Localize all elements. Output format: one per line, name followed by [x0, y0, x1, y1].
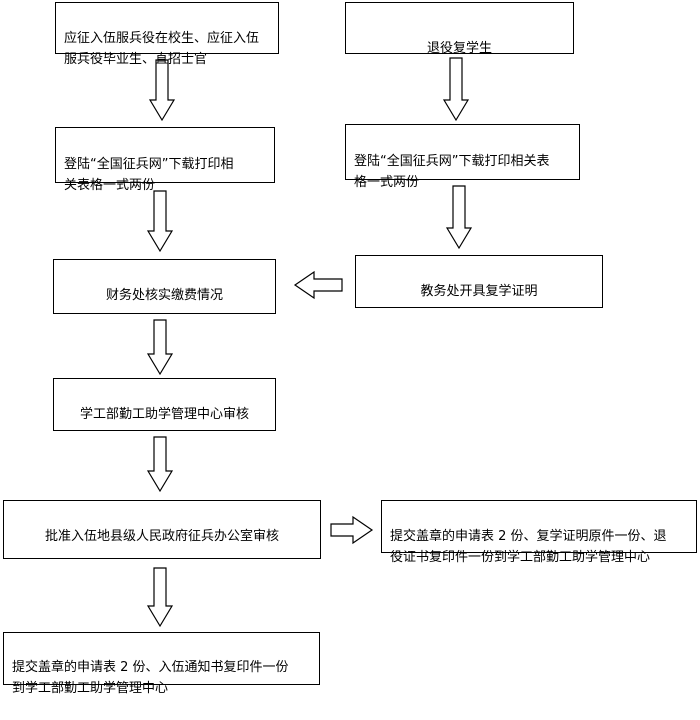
box-enlisted-students: 应征入伍服兵役在校生、应征入伍 服兵役毕业生、直招士官 — [55, 2, 279, 67]
box-county-office: 批准入伍地县级人民政府征兵办公室审核 — [3, 500, 321, 559]
box-student-affairs: 学工部勤工助学管理中心审核 — [53, 378, 276, 431]
box-download-left: 登陆“全国征兵网”下载打印相 关表格一式两份 — [55, 127, 275, 193]
box-download-left-text: 登陆“全国征兵网”下载打印相 关表格一式两份 — [64, 157, 234, 193]
box-submit-enlisted: 提交盖章的申请表 2 份、入伍通知书复印件一份 到学工部勤工助学管理中心 — [3, 632, 320, 696]
box-academic-office: 教务处开具复学证明 — [355, 255, 603, 308]
box-enlisted-students-text: 应征入伍服兵役在校生、应征入伍 服兵役毕业生、直招士官 — [64, 31, 260, 67]
arrow-right — [330, 515, 374, 545]
arrow-down-3 — [146, 319, 174, 376]
box-download-right: 登陆“全国征兵网”下载打印相关表 格一式两份 — [345, 124, 580, 190]
box-academic-office-text: 教务处开具复学证明 — [420, 284, 538, 299]
box-submit-enlisted-text: 提交盖章的申请表 2 份、入伍通知书复印件一份 到学工部勤工助学管理中心 — [12, 660, 289, 696]
box-download-right-text: 登陆“全国征兵网”下载打印相关表 格一式两份 — [354, 154, 550, 190]
arrow-down-5 — [146, 567, 174, 628]
box-county-office-text: 批准入伍地县级人民政府征兵办公室审核 — [44, 529, 279, 544]
box-finance-text: 财务处核实缴费情况 — [105, 288, 223, 303]
box-discharged-students-text: 退役复学生 — [426, 41, 492, 56]
box-discharged-students: 退役复学生 — [345, 2, 574, 56]
box-student-affairs-text: 学工部勤工助学管理中心审核 — [79, 407, 249, 422]
box-submit-discharged: 提交盖章的申请表 2 份、复学证明原件一份、退 役证书复印件一份到学工部勤工助学… — [381, 500, 697, 565]
arrow-left — [293, 270, 343, 300]
box-finance: 财务处核实缴费情况 — [53, 259, 276, 314]
box-submit-discharged-text: 提交盖章的申请表 2 份、复学证明原件一份、退 役证书复印件一份到学工部勤工助学… — [390, 529, 667, 565]
